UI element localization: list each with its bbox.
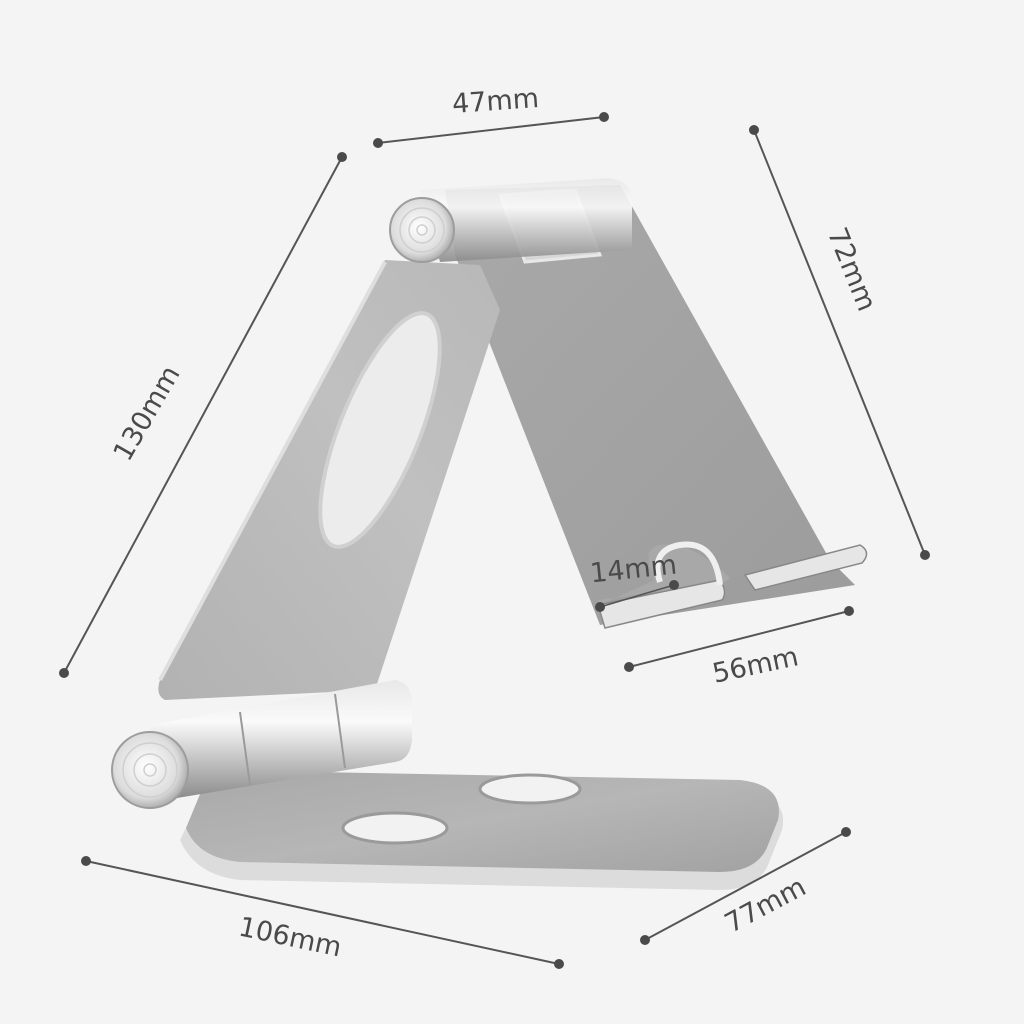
dim-line-lip-depth (595, 580, 679, 612)
dim-line-front-panel-length (59, 152, 347, 678)
dimension-lines (59, 112, 930, 969)
base-hole-rear (478, 773, 582, 805)
dim-line-top-width (373, 112, 609, 148)
phone-lip (598, 544, 730, 605)
dim-line-lip-width (624, 606, 854, 672)
dim-line-back-panel-height (749, 125, 930, 560)
base-plate (180, 770, 784, 890)
dim-line-base-width (640, 827, 851, 945)
front-panel (158, 260, 501, 700)
base-hole-front (341, 811, 449, 845)
label-top-width: 47mm (451, 83, 540, 120)
back-panel (445, 185, 868, 629)
panel-cutout (318, 311, 442, 549)
bottom-hinge (111, 680, 412, 809)
top-hinge (389, 178, 632, 263)
dim-line-base-length (81, 856, 564, 969)
